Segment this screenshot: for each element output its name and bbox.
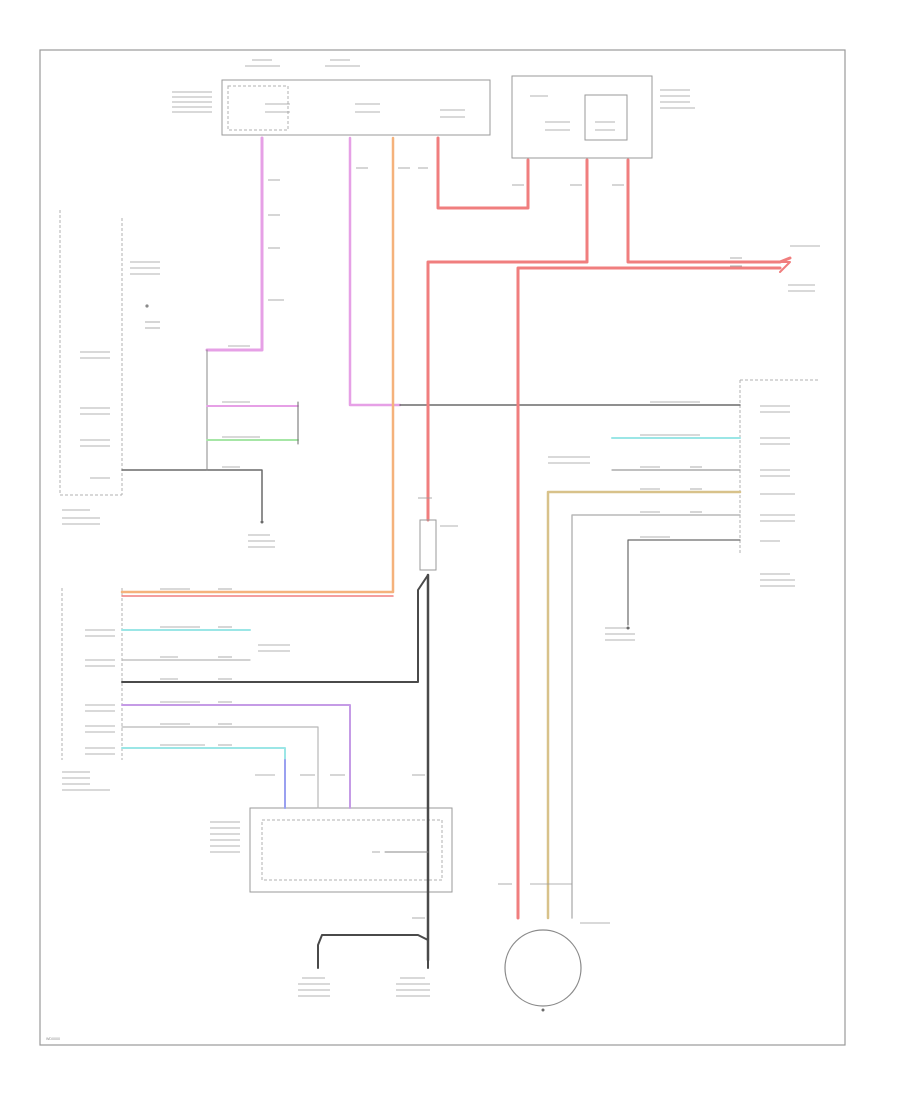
wire-red-starter-link xyxy=(627,261,791,273)
battery-junction-inner xyxy=(584,94,628,141)
wire-violet-ecm xyxy=(348,136,402,407)
wire-cluster-ground xyxy=(121,469,263,521)
wire-black-battery-bcm xyxy=(121,574,429,683)
wire-pink-cluster xyxy=(205,136,264,352)
battery-junction-box xyxy=(511,75,653,159)
fuse-box xyxy=(221,79,491,136)
generator-ground xyxy=(541,1008,545,1012)
wire-ecm-ground xyxy=(627,539,741,626)
wire-black-ground-left xyxy=(317,934,429,969)
wire-red-fuse-battery xyxy=(436,136,530,210)
ground-ecm xyxy=(626,626,630,630)
diagram-frame xyxy=(39,49,846,1046)
bcm-text-marks xyxy=(62,629,290,791)
battery-current-sensor xyxy=(249,807,453,893)
fuse-box-text-marks xyxy=(172,59,465,118)
instrument-cluster-text-marks xyxy=(62,261,275,548)
ground-labels xyxy=(298,977,430,997)
wire-label-ticks xyxy=(160,167,742,919)
wire-red-main-1 xyxy=(426,158,589,522)
ecm-text-marks xyxy=(548,245,820,641)
wire-orange-bcm xyxy=(120,136,395,594)
wire-red-generator xyxy=(516,266,782,920)
battery-current-sensor-inner xyxy=(261,819,443,881)
battery-fuse-marks xyxy=(418,497,458,527)
wire-red-main-2 xyxy=(626,158,792,264)
wire-violet-sensor xyxy=(121,704,351,809)
battery-junction-text-marks xyxy=(530,89,695,131)
wire-tan-generator xyxy=(546,490,742,920)
wire-grey-generator xyxy=(571,514,741,919)
cluster-indicator xyxy=(145,304,149,308)
battery-fuse xyxy=(419,519,437,571)
generator xyxy=(504,929,582,1007)
sensor-text-marks xyxy=(210,821,380,853)
fuse-box-inner xyxy=(227,85,289,131)
ground-cluster xyxy=(260,520,264,524)
engine-control-module xyxy=(739,379,820,555)
wire-cyan-sensor xyxy=(121,747,286,809)
wire-grey-sensor xyxy=(121,726,319,809)
footer-code: WD0000 xyxy=(46,1037,60,1041)
